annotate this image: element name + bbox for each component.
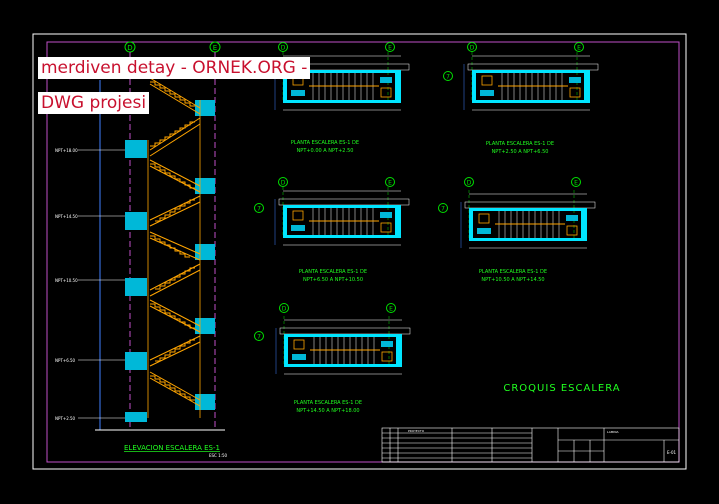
svg-text:7: 7 <box>257 334 261 341</box>
plan-2-subtitle: NPT+2.50 A NPT+6.50 <box>492 149 549 155</box>
title-block <box>381 427 680 463</box>
svg-text:E: E <box>213 44 217 52</box>
elevation-level-labels: NPT+18.00 NPT+14.50 NPT+10.50 NPT+6.50 N… <box>55 148 78 421</box>
title-block-sheet-label: LAMINA <box>607 430 620 434</box>
plan-3-grid-marker-right: E <box>385 177 395 187</box>
plan-3-grid-marker-left: D <box>278 177 288 187</box>
svg-text:7: 7 <box>441 206 445 213</box>
level-label-5: NPT+2.50 <box>55 416 76 421</box>
plan-1-title: PLANTA ESCALERA ES-1 DE <box>291 140 359 146</box>
plan-5-subtitle: NPT+14.50 A NPT+18.00 <box>296 408 359 414</box>
plan-2-grid-marker-right: E <box>574 42 584 52</box>
stair-plan-2: D E 7 PLANTA ESCALERA ES-1 DE NPT+2.50 A… <box>443 42 599 155</box>
plan-4-title: PLANTA ESCALERA ES-1 DE <box>479 269 547 275</box>
plan-1-subtitle: NPT+0.00 A NPT+2.50 <box>297 148 354 154</box>
stair-elevation: D E NPT+18.00 NPT+14.50 NPT+10.50 NPT+6.… <box>55 41 228 458</box>
plan-4-row-marker: 7 <box>438 203 448 213</box>
elevation-title: ELEVACION ESCALERA ES-1 <box>124 444 220 452</box>
plan-4-grid-marker-left: D <box>464 177 474 187</box>
sheet-inner-frame <box>46 41 680 463</box>
elevation-stair-flights <box>149 77 201 407</box>
svg-text:D: D <box>281 45 286 52</box>
title-block-sheet-code: E-01 <box>667 450 677 455</box>
svg-text:D: D <box>467 180 472 187</box>
watermark-banner-line-1: merdiven detay - ORNEK.ORG - <box>38 57 311 79</box>
svg-text:D: D <box>282 306 287 313</box>
plan-3-subtitle: NPT+6.50 A NPT+10.50 <box>303 277 363 283</box>
level-label-4: NPT+6.50 <box>55 358 76 363</box>
svg-text:7: 7 <box>446 74 450 81</box>
croquis-label: CROQUIS ESCALERA <box>503 383 620 394</box>
svg-text:E: E <box>389 306 393 313</box>
stair-plan-4: D E 7 PLANTA ESCALERA ES-1 DE NPT+10.50 … <box>438 177 596 283</box>
plan-5-grid-marker-left: D <box>279 303 289 313</box>
plan-1-grid-marker-left: D <box>278 42 288 52</box>
svg-text:D: D <box>281 180 286 187</box>
title-block-project-label: PROYECTO <box>408 429 425 433</box>
plan-3-row-marker: 7 <box>254 203 264 213</box>
elevation-grid-marker-left: D <box>124 41 136 53</box>
plan-1-grid-marker-right: E <box>385 42 395 52</box>
plan-2-row-marker: 7 <box>443 71 453 81</box>
plan-2-title: PLANTA ESCALERA ES-1 DE <box>486 141 554 147</box>
level-label-3: NPT+10.50 <box>55 278 78 283</box>
svg-text:E: E <box>388 45 392 52</box>
stair-plan-3: D E 7 PLANTA ESCALERA ES-1 DE NPT+6.50 A… <box>254 177 410 283</box>
elevation-grid-marker-right: E <box>209 41 221 53</box>
plan-4-grid-marker-right: E <box>571 177 581 187</box>
plan-5-row-marker: 7 <box>254 331 264 341</box>
svg-text:D: D <box>470 45 475 52</box>
plan-5-title: PLANTA ESCALERA ES-1 DE <box>294 400 362 406</box>
elevation-scale: ESC 1:50 <box>209 453 228 458</box>
stair-plan-5: D E 7 PLANTA ESCALERA ES-1 DE NPT+14.50 … <box>254 303 411 414</box>
plan-5-grid-marker-right: E <box>386 303 396 313</box>
svg-text:E: E <box>574 180 578 187</box>
stair-plan-1: D E PLANTA ESCALERA ES-1 DE NPT+0.00 A N… <box>274 42 410 154</box>
sheet-outer-border <box>32 33 687 470</box>
watermark-banner-line-2: DWG projesi <box>38 92 150 114</box>
svg-text:D: D <box>127 44 132 52</box>
plan-4-subtitle: NPT+10.50 A NPT+14.50 <box>481 277 544 283</box>
svg-text:E: E <box>577 45 581 52</box>
svg-text:7: 7 <box>257 206 261 213</box>
level-label-1: NPT+18.00 <box>55 148 78 153</box>
level-label-2: NPT+14.50 <box>55 214 78 219</box>
plan-2-grid-marker-left: D <box>467 42 477 52</box>
svg-text:E: E <box>388 180 392 187</box>
plan-3-title: PLANTA ESCALERA ES-1 DE <box>299 269 367 275</box>
